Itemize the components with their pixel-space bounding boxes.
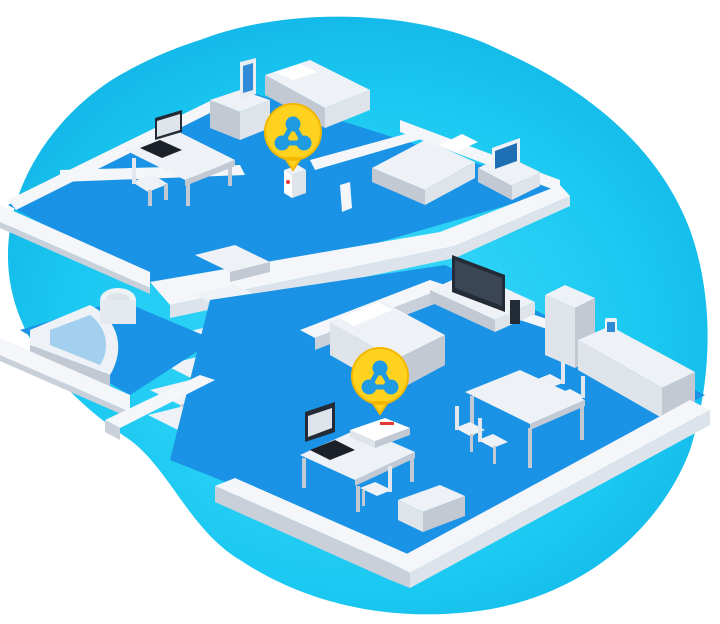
router-device	[350, 418, 410, 448]
dining-chair-3	[535, 362, 565, 388]
lower-front-wall-bottom-right-front	[390, 563, 410, 588]
dining-chair-1	[455, 406, 485, 452]
lower-floor	[0, 255, 710, 588]
dining-chair-4	[555, 376, 585, 403]
chair-upper	[132, 158, 168, 206]
upper-front-wall-left-side	[0, 222, 150, 294]
chair-lower	[360, 466, 392, 506]
upper-front-wall-left	[0, 205, 150, 288]
cordless-phone	[605, 318, 617, 352]
mesh-repeater-marker	[263, 103, 322, 172]
upper-floor	[0, 58, 570, 318]
upper-partition-wall-3	[340, 182, 352, 212]
lower-front-wall-left-side	[105, 420, 120, 440]
laptop-lower	[305, 402, 355, 460]
monitor-upper	[492, 138, 520, 174]
dining-table	[465, 370, 585, 468]
lower-front-wall-bottom-right-side	[410, 410, 710, 588]
dresser-top	[210, 90, 270, 140]
cabinet-lower	[398, 485, 465, 532]
laptop-upper	[140, 110, 182, 158]
tablet-device	[240, 58, 256, 98]
lower-front-wall-bottom-left	[215, 478, 410, 563]
lower-front-wall-bottom-right	[390, 400, 710, 573]
toilet	[100, 288, 136, 324]
repeater-device	[284, 165, 306, 198]
mesh-network-icon	[361, 360, 399, 395]
mesh-network-icon	[274, 116, 312, 151]
desk-upper	[125, 130, 235, 206]
dining-chair-2	[478, 418, 508, 464]
upper-partition-wall-2	[310, 130, 425, 170]
mesh-router-marker	[350, 347, 409, 416]
lower-front-wall-left	[105, 375, 215, 428]
bathroom-wall-front	[0, 338, 130, 412]
television	[452, 255, 505, 312]
speaker	[510, 300, 520, 324]
upper-front-wall-main-side	[170, 196, 570, 318]
bathroom-wall-front-side	[0, 355, 130, 418]
lower-front-wall-bottom-left-side	[215, 486, 390, 580]
bed-2	[372, 134, 478, 205]
